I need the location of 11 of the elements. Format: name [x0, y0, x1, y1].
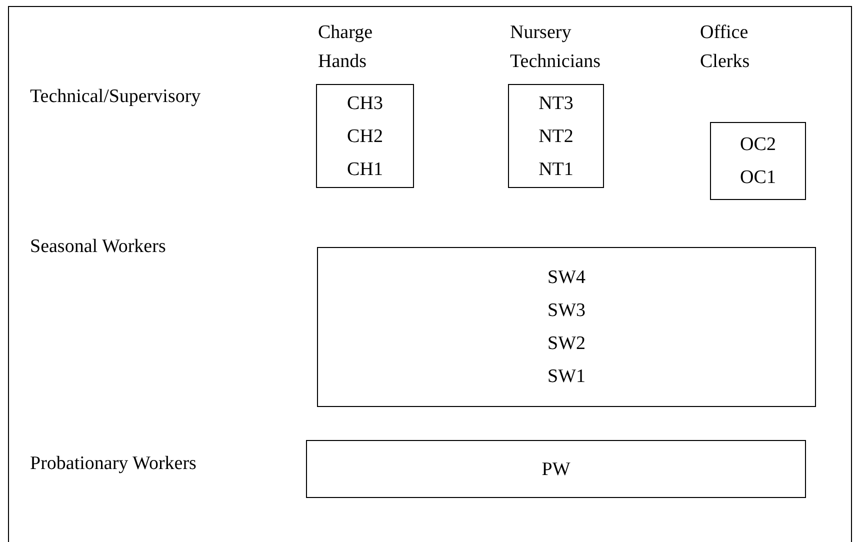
column-heading: Nursery Technicians — [510, 21, 600, 74]
column-heading: Office Clerks — [700, 21, 750, 74]
grade-box: PW — [306, 440, 806, 498]
grade-box: OC2 OC1 — [710, 122, 806, 200]
grade-box: SW4 SW3 SW2 SW1 — [317, 247, 816, 407]
row-label: Seasonal Workers — [30, 236, 166, 258]
row-label: Probationary Workers — [30, 453, 196, 475]
grade-box: CH3 CH2 CH1 — [316, 84, 414, 188]
column-heading: Charge Hands — [318, 21, 373, 74]
row-label: Technical/Supervisory — [30, 86, 201, 108]
grade-box: NT3 NT2 NT1 — [508, 84, 604, 188]
